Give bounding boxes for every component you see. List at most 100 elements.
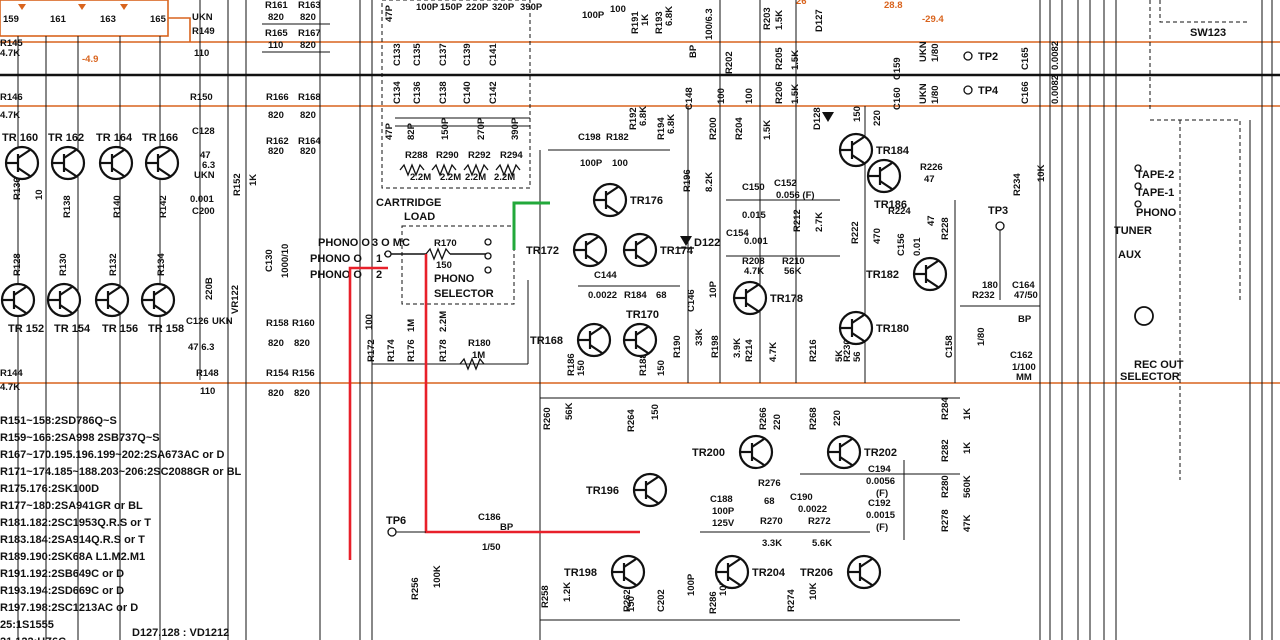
svg-text:R186: R186 — [566, 353, 577, 376]
arrow-icon — [78, 4, 86, 10]
legend-line: R171~174.185~188.203~206:2SC2088GR or BL — [0, 466, 242, 478]
legend-line: R177~180:2SA941GR or BL — [0, 500, 143, 512]
svg-text:10P: 10P — [708, 280, 719, 298]
legend-line: R167~170.195.196.199~202:2SA673AC or D — [0, 449, 224, 461]
tr166-label: TR 166 — [142, 132, 178, 144]
phono-in-label: PHONO — [1136, 207, 1177, 219]
svg-text:3.3K: 3.3K — [762, 538, 782, 549]
tp2-label: TP2 — [978, 51, 998, 63]
left-lower-stage: R128 R130 R132 R134 C130 1000/10 220B VR… — [0, 244, 315, 399]
svg-text:4.7K: 4.7K — [0, 110, 20, 121]
svg-text:C148: C148 — [684, 87, 695, 110]
svg-text:220: 220 — [872, 110, 883, 126]
tr152-symbol: TR 152 — [0, 282, 44, 335]
svg-text:100P: 100P — [712, 506, 735, 517]
svg-text:C136: C136 — [412, 81, 423, 104]
svg-text:R192: R192 — [628, 107, 639, 130]
svg-text:0.0015: 0.0015 — [866, 510, 896, 521]
svg-text:R194: R194 — [656, 117, 667, 140]
tr204-symbol: TR204 — [714, 554, 786, 590]
svg-text:1K: 1K — [248, 174, 259, 186]
svg-text:0.001: 0.001 — [190, 194, 214, 205]
tr184-symbol: TR184 — [838, 132, 910, 168]
diode-icon — [822, 112, 834, 122]
svg-text:R182: R182 — [606, 132, 629, 143]
svg-text:R184: R184 — [624, 290, 647, 301]
svg-text:150P: 150P — [440, 2, 463, 13]
tr162-label: TR 162 — [48, 132, 84, 144]
svg-text:UKN: UKN — [918, 41, 929, 62]
legend-line: R175.176:2SK100D — [0, 483, 99, 495]
svg-text:C158: C158 — [944, 335, 955, 358]
svg-text:BP: BP — [1018, 314, 1032, 325]
rec-selector-label: SELECTOR — [1120, 371, 1180, 383]
svg-text:8.2K: 8.2K — [704, 172, 715, 192]
svg-text:100: 100 — [364, 314, 375, 330]
svg-text:1.5K: 1.5K — [790, 84, 801, 104]
tr180-label: TR180 — [876, 323, 909, 335]
tr158-symbol: TR 158 — [140, 282, 184, 335]
svg-text:100: 100 — [744, 88, 755, 104]
tr172-label: TR172 — [526, 245, 559, 257]
tr182-symbol: TR182 — [866, 256, 948, 292]
svg-text:R146: R146 — [0, 92, 23, 103]
svg-text:1.5K: 1.5K — [762, 120, 773, 140]
svg-text:820: 820 — [300, 146, 316, 157]
svg-text:C128: C128 — [192, 126, 215, 137]
svg-text:R264: R264 — [626, 409, 637, 432]
svg-text:C186: C186 — [478, 512, 501, 523]
svg-text:R134: R134 — [156, 253, 167, 276]
sw123-label: SW123 — [1190, 27, 1226, 39]
svg-text:C150: C150 — [742, 182, 765, 193]
svg-text:220P: 220P — [466, 2, 489, 13]
tr182-label: TR182 — [866, 269, 899, 281]
v-top: 26 — [796, 0, 807, 7]
svg-text:C139: C139 — [462, 43, 473, 66]
svg-text:1/50: 1/50 — [482, 542, 501, 553]
svg-text:R148: R148 — [196, 368, 219, 379]
tr172-symbol: TR172 — [526, 232, 608, 268]
svg-text:390P: 390P — [510, 117, 521, 140]
svg-text:R144: R144 — [0, 368, 23, 379]
svg-text:R268: R268 — [808, 407, 819, 430]
svg-text:R140: R140 — [112, 195, 123, 218]
tr176-symbol: TR176 — [592, 182, 663, 218]
tp3-label: TP3 — [988, 205, 1008, 217]
svg-text:150: 150 — [852, 106, 863, 122]
svg-text:C190: C190 — [790, 492, 813, 503]
svg-text:C194: C194 — [868, 464, 891, 475]
tr164-symbol: TR 164 — [96, 132, 134, 181]
r145-value: 4.7K — [0, 48, 20, 59]
svg-text:2.2M: 2.2M — [440, 172, 461, 183]
orange-feed — [168, 17, 191, 42]
r145-label: R145 — [0, 38, 23, 49]
svg-text:1000/10: 1000/10 — [280, 244, 291, 278]
svg-text:2.2M: 2.2M — [465, 172, 486, 183]
svg-text:R193: R193 — [654, 11, 665, 34]
svg-text:(F): (F) — [876, 522, 888, 533]
svg-text:C126: C126 — [186, 316, 209, 327]
svg-text:R205: R205 — [774, 47, 785, 70]
svg-text:47P: 47P — [384, 4, 395, 22]
svg-text:1K: 1K — [962, 408, 973, 420]
tr202-label: TR202 — [864, 447, 897, 459]
svg-text:10K: 10K — [808, 582, 819, 600]
svg-text:100P: 100P — [582, 10, 605, 21]
svg-text:470: 470 — [872, 228, 883, 244]
svg-text:R170: R170 — [434, 238, 457, 249]
svg-text:C140: C140 — [462, 81, 473, 104]
svg-text:5.6K: 5.6K — [812, 538, 832, 549]
legend-line: R189.190:2SK68A L1.M2.M1 — [0, 551, 145, 563]
svg-text:MM: MM — [1016, 372, 1032, 383]
center-upper-stage: C198 100P R182 100 100P 100 R191 1K R193… — [548, 4, 840, 277]
svg-text:R210: R210 — [782, 256, 805, 267]
phono-num-1: 1 — [376, 253, 382, 265]
svg-text:10K: 10K — [718, 578, 729, 596]
svg-text:100: 100 — [610, 4, 626, 15]
svg-text:820: 820 — [294, 388, 310, 399]
tr178-symbol: TR178 — [732, 280, 803, 316]
svg-text:R138: R138 — [62, 195, 73, 218]
phono-mc-label: 3 O MC — [372, 237, 410, 249]
svg-text:C160: C160 — [892, 87, 903, 110]
